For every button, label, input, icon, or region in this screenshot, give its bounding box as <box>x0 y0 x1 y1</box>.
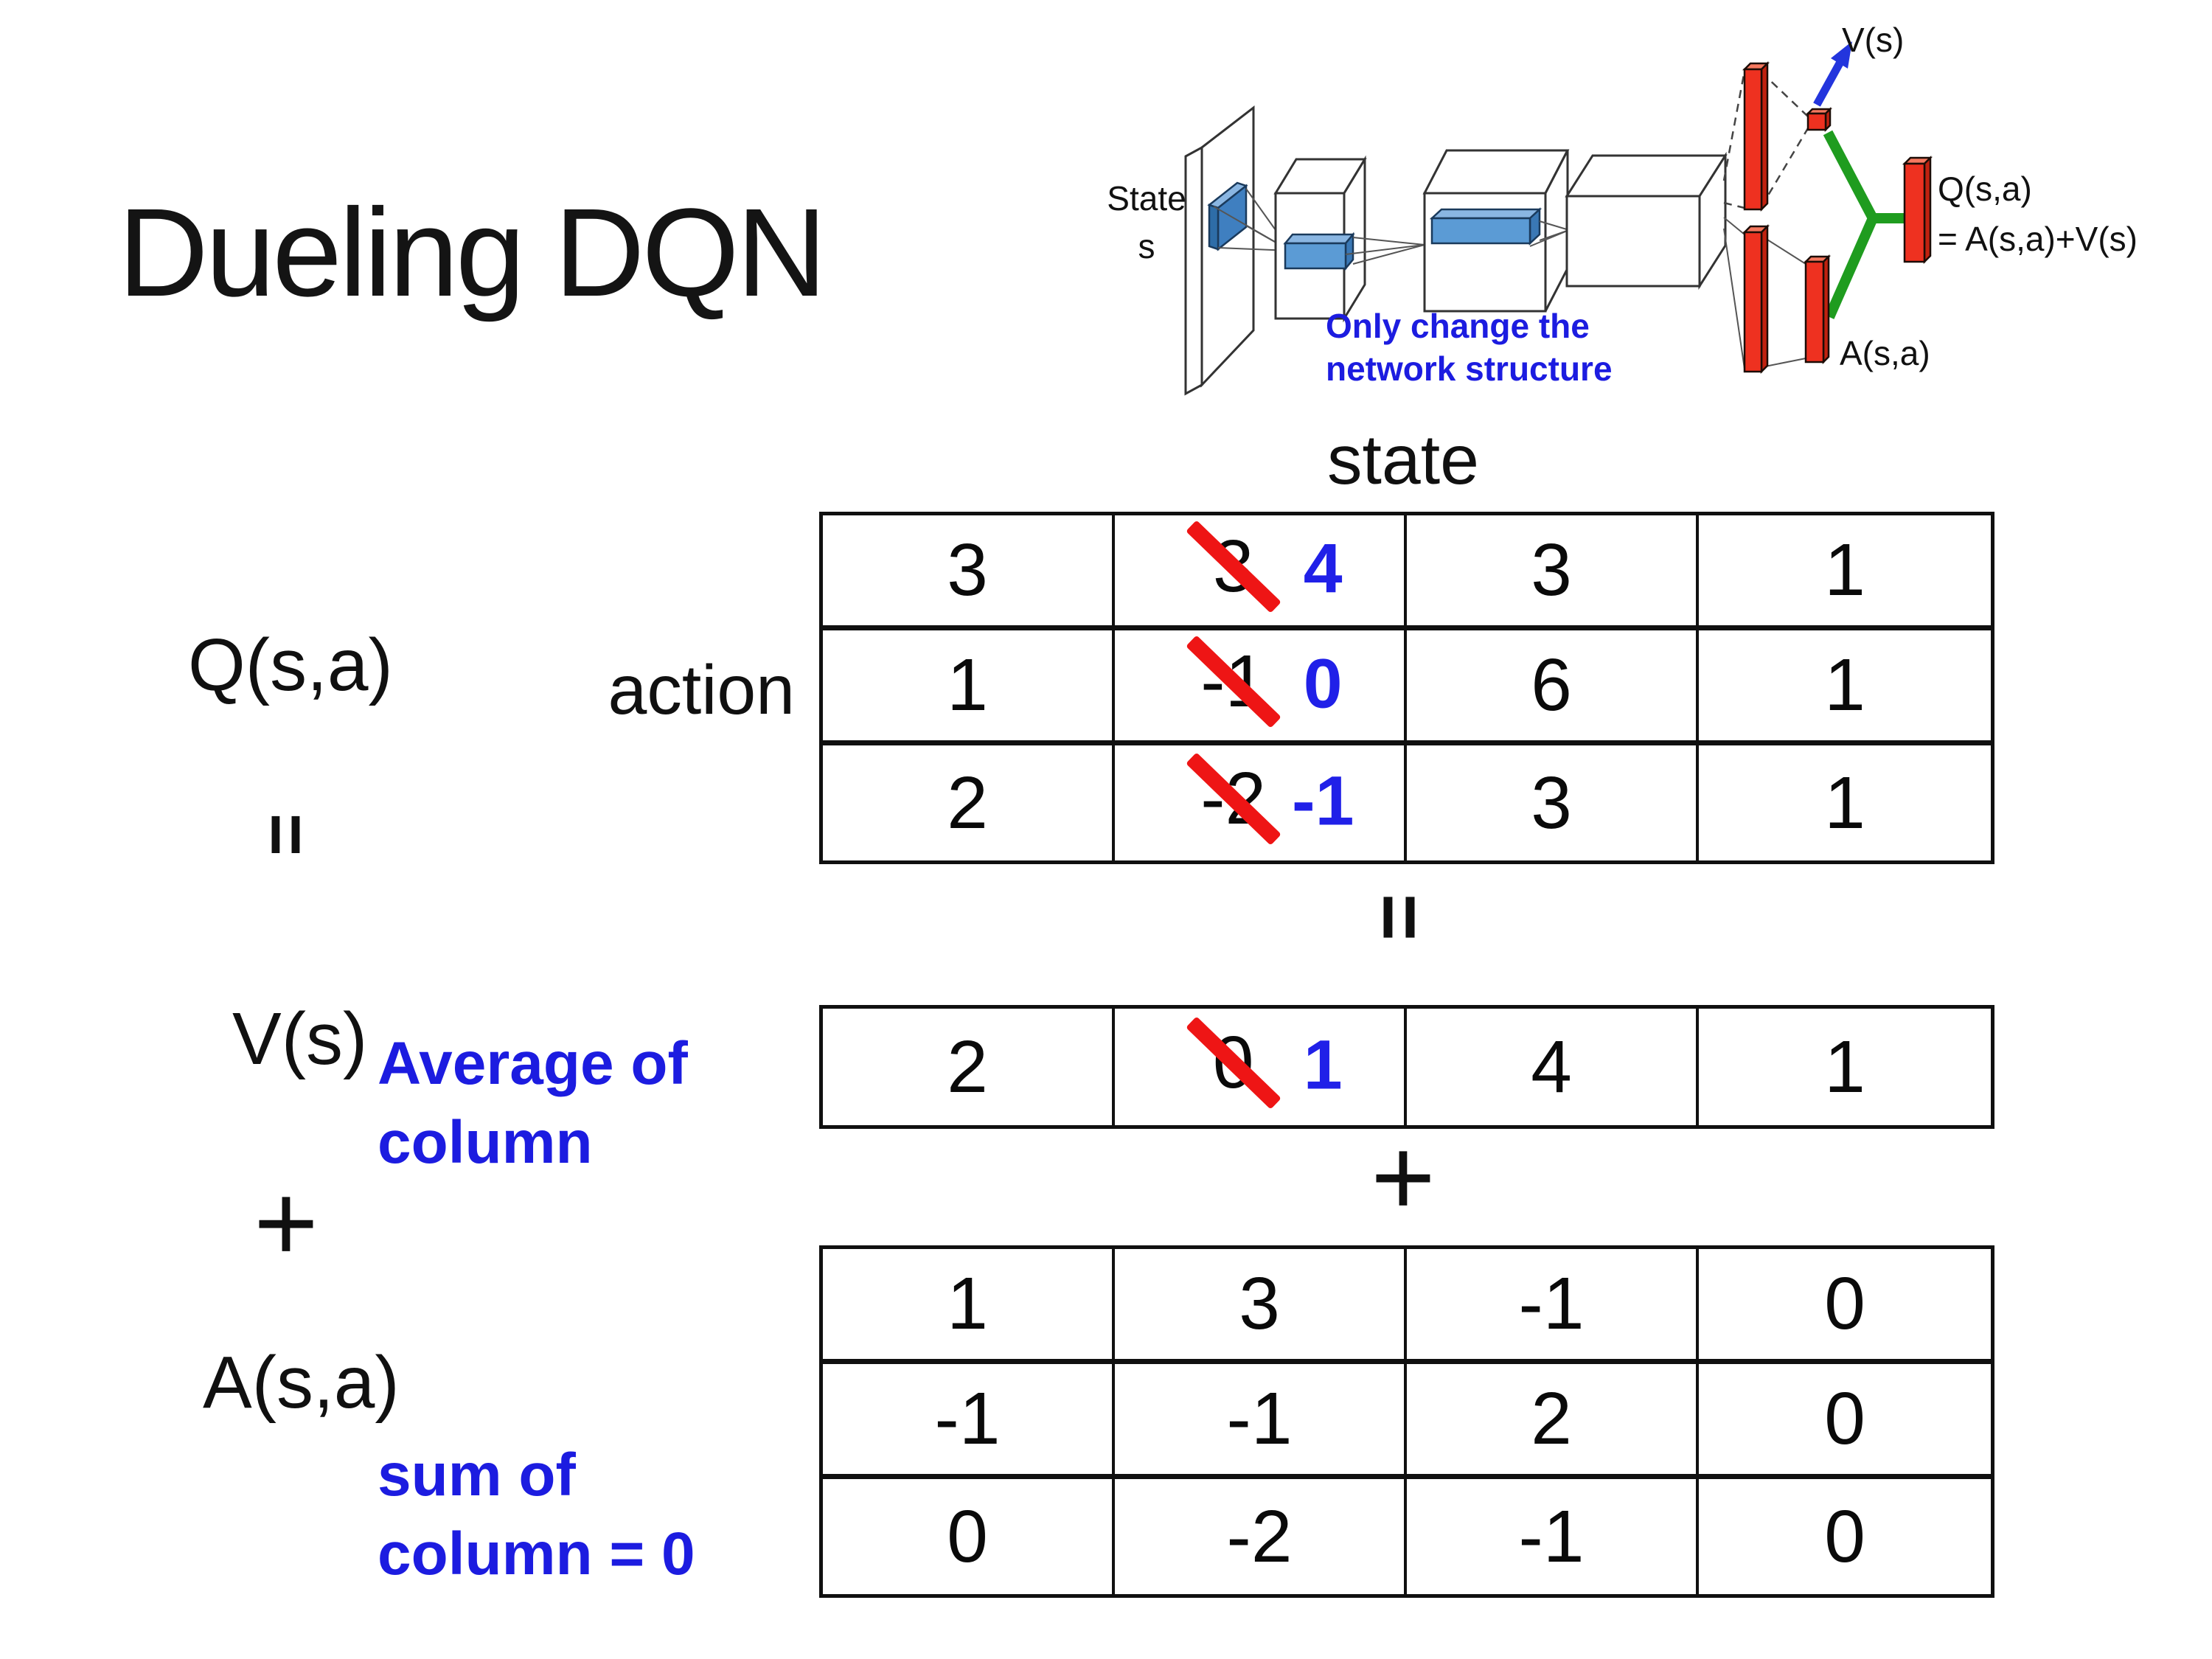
diagram-q-output-label-line1: Q(s,a) <box>1938 170 2032 208</box>
advantage-stream-lines <box>1723 217 1806 369</box>
state-axis-label: state <box>1327 421 1479 499</box>
fc-box <box>1565 151 1728 291</box>
q-output-bar <box>1902 155 1933 265</box>
equals-sign-left: = <box>245 813 327 857</box>
a-cell: -1 <box>1407 1479 1699 1594</box>
q-cell: 3 <box>823 515 1115 630</box>
action-axis-label: action <box>608 651 795 729</box>
fan-lines-3 <box>1529 220 1570 247</box>
q-matrix-label: Q(s,a) <box>188 624 393 706</box>
value-arrow <box>1813 41 1852 107</box>
v-matrix-label: V(s) <box>232 998 368 1080</box>
diagram-state-label-line2: s <box>1138 227 1155 265</box>
input-state-plate <box>1184 105 1255 396</box>
feature-bar-2 <box>1429 207 1543 246</box>
equals-sign-center: = <box>1354 893 1445 942</box>
diagram-q-output-label-line2: = A(s,a)+V(s) <box>1938 220 2138 258</box>
a-cell: 0 <box>1699 1364 1991 1479</box>
a-matrix-label: A(s,a) <box>203 1341 400 1424</box>
q-cell: 6 <box>1407 630 1699 745</box>
diagram-v-output-label: V(s) <box>1842 21 1904 59</box>
hidden-layer-bar-bottom <box>1742 223 1770 375</box>
q-cell: 2 <box>823 745 1115 860</box>
q-cell: 3 <box>1407 515 1699 630</box>
q-cell-corrected: -1 0 <box>1115 630 1407 745</box>
slide-title: Dueling DQN <box>118 183 827 323</box>
sum-of-column-note: sum of column = 0 <box>378 1441 695 1587</box>
q-cell-corrected: -2 -1 <box>1115 745 1407 860</box>
a-table: 1 3 -1 0 -1 -1 2 0 0 -2 -1 0 <box>819 1245 1994 1598</box>
value-scalar-node <box>1805 106 1833 133</box>
a-cell: -1 <box>1115 1364 1407 1479</box>
a-cell: 3 <box>1115 1249 1407 1364</box>
v-cell: 2 <box>823 1009 1115 1125</box>
q-table: 3 3 4 3 1 1 -1 0 6 1 2 -2 -1 3 1 <box>819 512 1994 864</box>
average-of-column-note: Average of column <box>378 1030 688 1176</box>
hidden-layer-bar-top <box>1742 60 1770 212</box>
plus-sign-left: + <box>254 1161 319 1284</box>
q-cell: 1 <box>823 630 1115 745</box>
q-cell: 1 <box>1699 630 1991 745</box>
q-cell: 1 <box>1699 515 1991 630</box>
a-cell: 1 <box>823 1249 1115 1364</box>
a-cell: -1 <box>1407 1249 1699 1364</box>
advantage-vector-bar <box>1803 254 1832 365</box>
q-cell: 3 <box>1407 745 1699 860</box>
a-cell: -1 <box>823 1364 1115 1479</box>
value-stream-dashed-lines <box>1722 70 1809 209</box>
merge-connector <box>1823 130 1905 319</box>
q-cell-corrected: 3 4 <box>1115 515 1407 630</box>
a-cell: 2 <box>1407 1364 1699 1479</box>
fan-lines-2 <box>1345 237 1425 265</box>
a-cell: 0 <box>823 1479 1115 1594</box>
feature-bar-1 <box>1283 232 1355 271</box>
diagram-state-label-line1: State <box>1107 179 1186 218</box>
a-cell: 0 <box>1824 1495 1865 1578</box>
v-cell-corrected: 0 1 <box>1115 1009 1407 1125</box>
v-cell: 1 <box>1824 1025 1865 1108</box>
a-cell: -2 <box>1115 1479 1407 1594</box>
v-cell: 4 <box>1407 1009 1699 1125</box>
q-cell: 1 <box>1824 761 1865 844</box>
diagram-a-output-label: A(s,a) <box>1840 334 1930 372</box>
a-cell: 0 <box>1699 1249 1991 1364</box>
v-table: 2 0 1 4 1 <box>819 1005 1994 1129</box>
diagram-note-line1: Only change the <box>1326 307 1590 345</box>
network-diagram: State s Only change the network structur… <box>1107 21 2138 396</box>
diagram-note-line2: network structure <box>1326 349 1613 388</box>
plus-sign-center: + <box>1371 1115 1436 1239</box>
